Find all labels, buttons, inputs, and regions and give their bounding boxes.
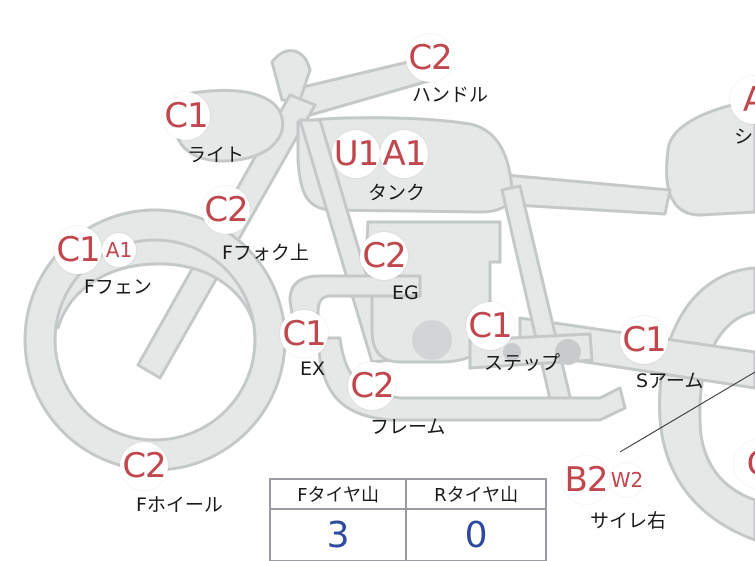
label-swingarm: Sアーム [636,370,704,392]
badge-ffender: C1 A1 [54,226,136,274]
code-silencer-r-1: B2 [562,456,610,504]
code-light-1: C1 [162,92,210,140]
badge-fwheel: C2 [120,442,168,490]
code-swingarm-1: C1 [620,316,668,364]
code-step-1: C1 [466,302,514,350]
code-exhaust-1: C1 [280,310,328,358]
label-exhaust: EX [300,358,326,380]
label-frame: フレーム [370,416,446,438]
badge-exhaust: C1 [280,310,328,358]
code-seat-1: A [730,76,755,124]
badge-rwheel: C [734,440,755,488]
tyre-header-rear: Rタイヤ山 [405,478,547,510]
code-tank-2: A1 [380,130,428,178]
code-ffender-2: A1 [102,233,136,267]
code-rwheel-1: C [734,440,755,488]
badge-handle: C2 [406,34,454,82]
tyre-tread-table: Fタイヤ山 Rタイヤ山 3 0 [268,478,547,561]
badge-step: C1 [466,302,514,350]
code-handle-1: C2 [406,34,454,82]
label-fwheel: Fホイール [136,494,223,516]
badge-swingarm: C1 [620,316,668,364]
label-ffork-upper: Fフォク上 [222,242,309,264]
badge-light: C1 [162,92,210,140]
tyre-value-front: 3 [268,508,408,561]
tyre-value-rear: 0 [405,508,547,561]
label-light: ライト [187,144,245,166]
label-silencer-r: サイレ右 [590,510,667,532]
label-seat: シ [734,126,754,148]
tyre-table-header-row: Fタイヤ山 Rタイヤ山 [268,478,547,510]
label-ffender: Fフェン [84,276,152,298]
badge-seat: A [730,76,755,124]
label-engine: EG [392,282,419,304]
label-step: ステップ [484,352,561,374]
badge-silencer-r: B2 W2 [562,456,644,504]
code-ffork-upper-1: C2 [202,186,250,234]
code-silencer-r-2: W2 [610,463,644,497]
badge-tank: U1 A1 [332,130,428,178]
code-tank-1: U1 [332,130,380,178]
badge-ffork-upper: C2 [202,186,250,234]
tyre-header-front: Fタイヤ山 [268,478,408,510]
tyre-table-value-row: 3 0 [268,508,547,561]
code-frame-1: C2 [348,362,396,410]
badge-engine: C2 [360,232,408,280]
label-handle: ハンドル [412,84,489,106]
label-tank: タンク [368,182,426,204]
code-fwheel-1: C2 [120,442,168,490]
code-ffender-1: C1 [54,226,102,274]
badge-frame: C2 [348,362,396,410]
code-engine-1: C2 [360,232,408,280]
